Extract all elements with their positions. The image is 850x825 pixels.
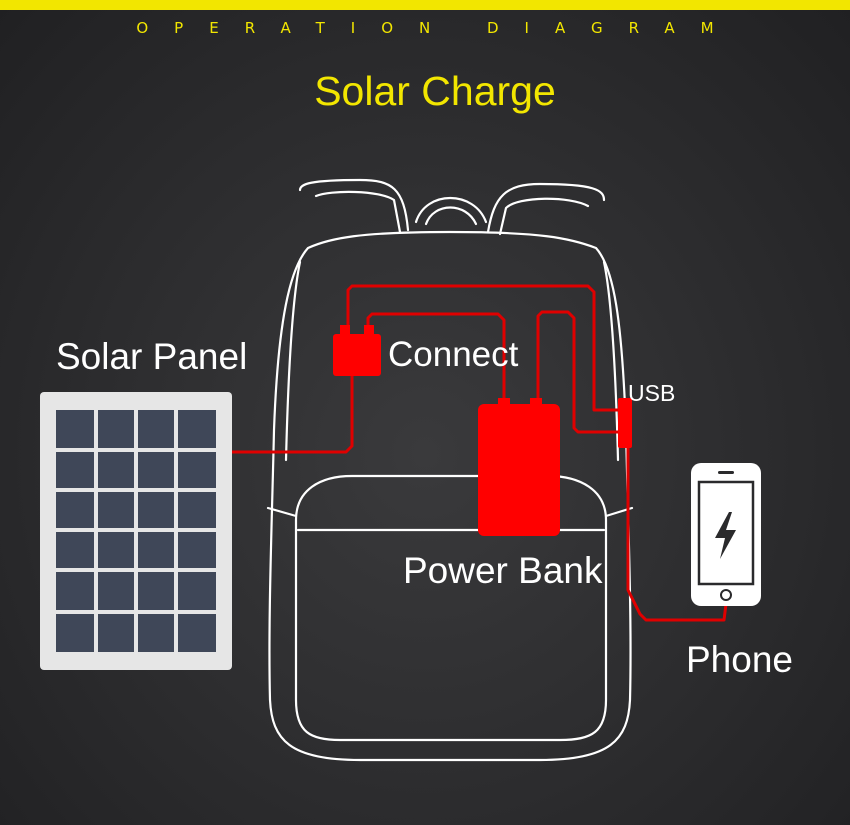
wire-connect-to-powerbank xyxy=(366,312,506,404)
backpack-body xyxy=(268,230,632,762)
connect-label: Connect xyxy=(388,335,519,374)
backpack-front-pocket xyxy=(294,474,608,742)
power-bank-label: Power Bank xyxy=(403,550,603,591)
usb-label: USB xyxy=(628,380,676,406)
top-accent-stripe xyxy=(0,0,850,10)
solar-panel xyxy=(40,392,232,670)
backpack-outline xyxy=(266,178,634,762)
solar-panel-label: Solar Panel xyxy=(56,336,248,377)
usb-port xyxy=(618,398,632,448)
backpack-right-strap xyxy=(486,182,606,234)
lightning-bolt-icon xyxy=(715,512,736,559)
wire-powerbank-to-usb xyxy=(536,310,622,434)
backpack-handle xyxy=(414,197,488,224)
wire-connect-to-usb xyxy=(346,284,626,412)
phone-device xyxy=(691,463,761,606)
power-bank-device xyxy=(478,398,560,536)
backpack-left-strap xyxy=(298,178,410,232)
wire-solar-to-connect xyxy=(232,376,354,454)
phone-label: Phone xyxy=(686,639,793,680)
wiring xyxy=(232,284,728,622)
section-header: OPERATION DIAGRAM xyxy=(136,19,740,37)
connector-device xyxy=(333,325,381,376)
wire-usb-to-phone xyxy=(626,448,728,622)
diagram-title: Solar Charge xyxy=(314,68,556,114)
